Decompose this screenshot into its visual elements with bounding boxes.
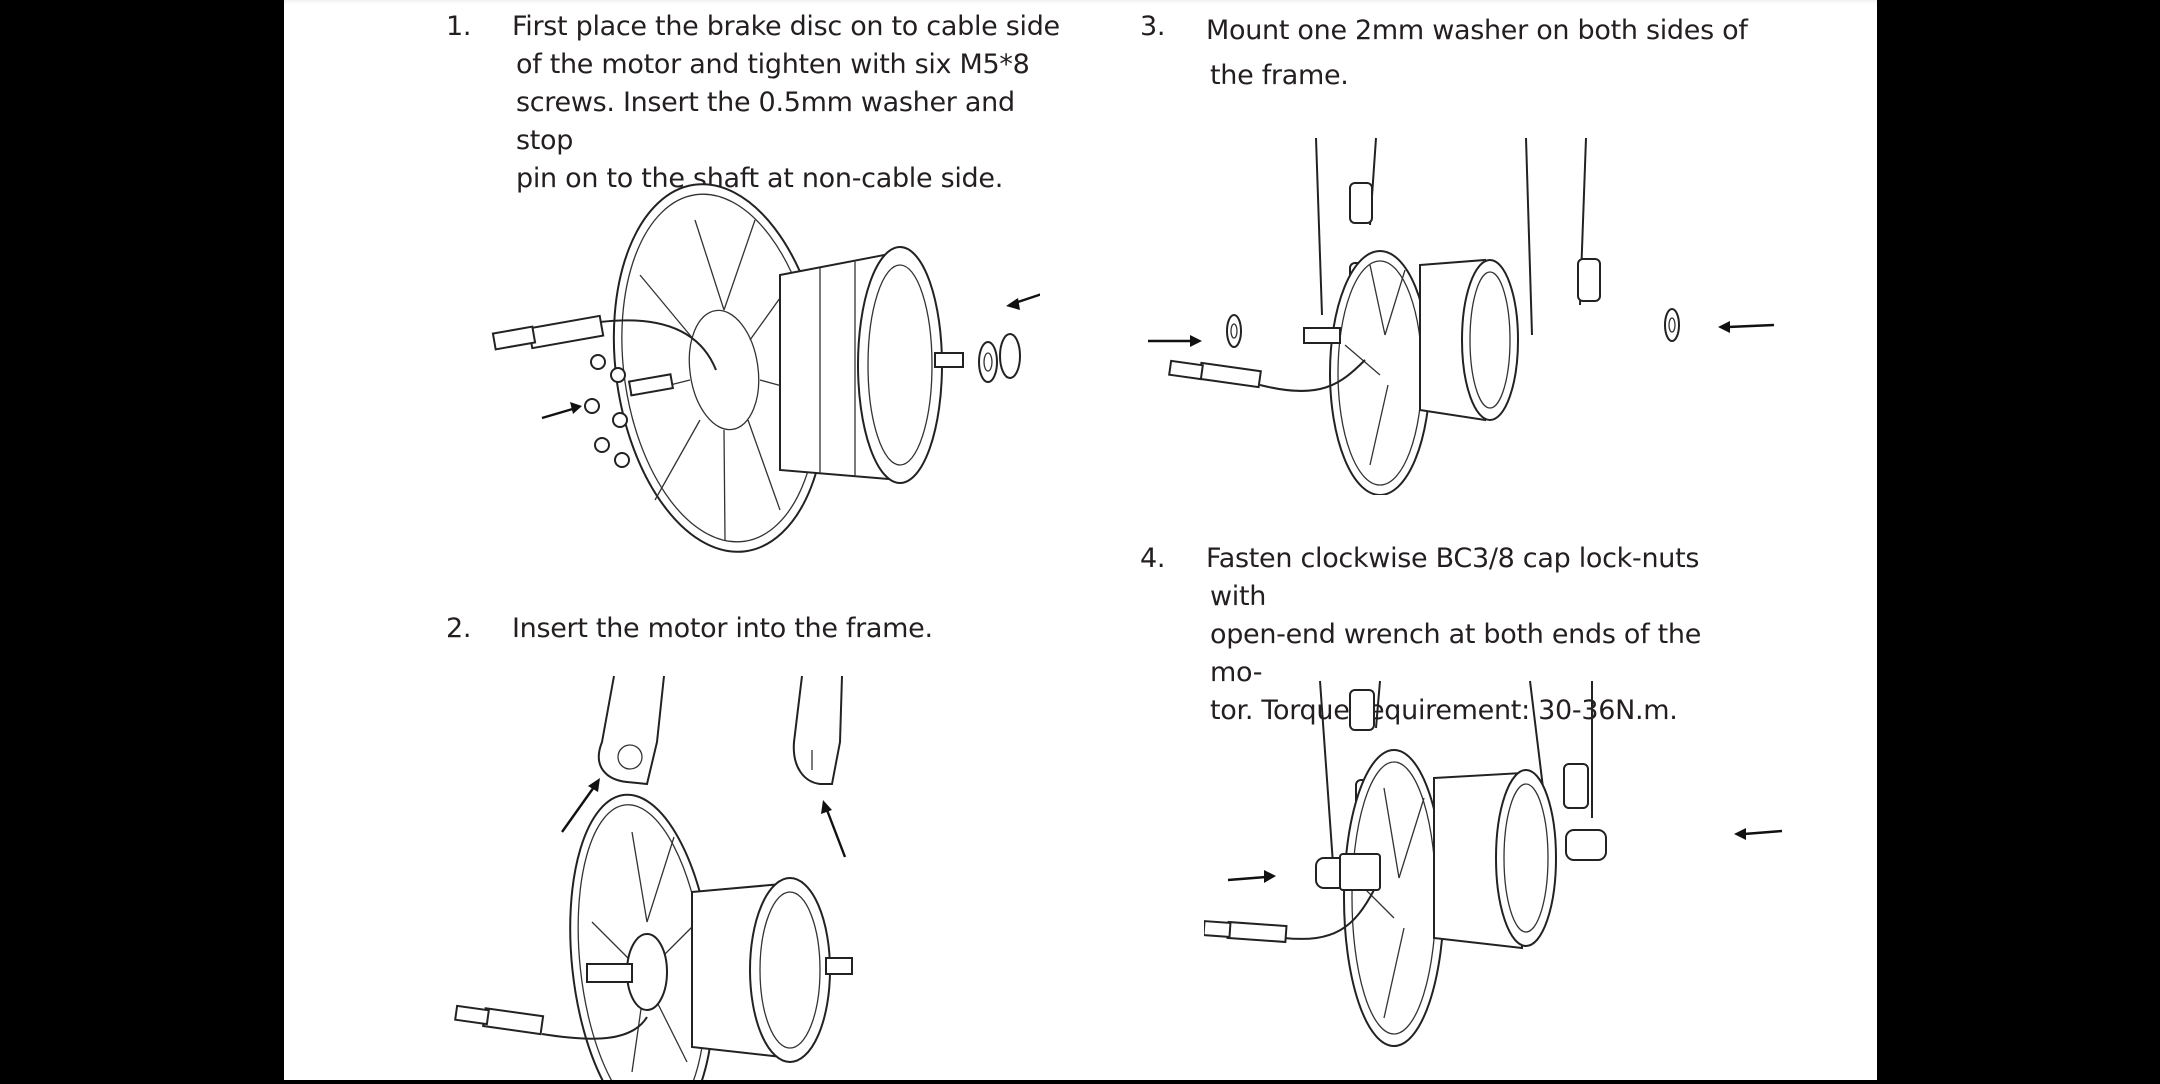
washer-left — [1226, 314, 1242, 348]
frame-boss — [1349, 182, 1373, 224]
cable-connector — [1226, 920, 1288, 944]
hub-motor-brake-disc-exploded-diagram-icon — [480, 180, 1046, 565]
frame-dropout-right — [792, 675, 843, 785]
frame-leg-right — [1525, 137, 1587, 336]
cable-side-shaft — [627, 373, 675, 397]
washer — [978, 341, 998, 383]
frame-boss — [1349, 689, 1375, 731]
arrow-icon — [1148, 335, 1202, 347]
hub-motor-body — [779, 246, 943, 484]
motor-cable — [1259, 359, 1366, 392]
frame-dropout-left — [597, 675, 665, 786]
cap-lock-nut-right — [1565, 829, 1607, 861]
cable-connector — [1198, 361, 1262, 389]
step-number: 1. — [446, 11, 472, 42]
arrow-icon — [1718, 321, 1775, 333]
arrow-icon — [561, 778, 600, 833]
m5-screws — [584, 354, 630, 468]
manual-page: 1. First place the brake disc on to cabl… — [284, 0, 1877, 1084]
step-instruction: Insert the motor into the frame. — [512, 613, 933, 644]
washer-right — [1664, 308, 1680, 342]
brake-disc — [1329, 250, 1431, 496]
step-instruction: Mount one 2mm washer on both sides of th… — [1206, 15, 1748, 91]
hub-motor-insert-into-frame-diagram-icon — [442, 672, 912, 1084]
brake-disc — [1343, 749, 1445, 1047]
frame-leg-left — [1319, 680, 1381, 879]
motor-cable — [541, 1016, 648, 1040]
cable-connector — [482, 1007, 545, 1036]
brake-disc — [612, 183, 828, 553]
arrow-icon — [1734, 828, 1783, 840]
arrow-icon — [1227, 870, 1276, 883]
step-number: 3. — [1140, 11, 1166, 42]
step-instruction: First place the brake disc on to cable s… — [512, 11, 1060, 194]
axle-shaft — [934, 352, 964, 368]
arrow-icon — [541, 402, 582, 420]
axle-shaft — [586, 963, 633, 983]
step-number: 4. — [1140, 543, 1166, 574]
axle-shaft — [1303, 327, 1341, 344]
stop-pin — [999, 333, 1021, 379]
cable-connector — [527, 314, 605, 350]
step-instruction: Fasten clockwise BC3/8 cap lock-nuts wit… — [1206, 543, 1702, 726]
arrow-icon — [1006, 291, 1046, 310]
hub-motor-washer-mount-diagram-icon — [1140, 135, 1780, 496]
hub-motor-lock-nut-diagram-icon — [1202, 678, 1804, 1080]
step-number: 2. — [446, 613, 472, 644]
arrow-icon — [821, 800, 847, 858]
motor-cable — [599, 319, 717, 371]
motor-cable — [1283, 889, 1375, 940]
